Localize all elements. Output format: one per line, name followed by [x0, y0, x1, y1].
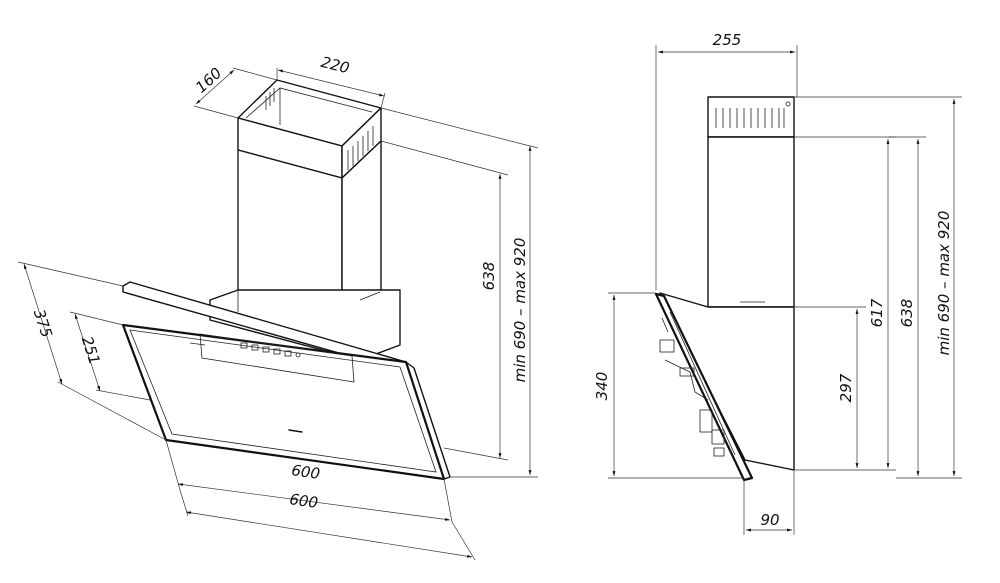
dim-label-chimney-width: 220: [319, 53, 351, 77]
dim-label-side-hood-height: 340: [593, 372, 611, 401]
front-isometric-view: 220 160 638 min 690 – max 920 375 251 60…: [17, 53, 539, 561]
dim-label-total-height: min 690 – max 920: [511, 238, 529, 383]
hood-glass-front: [121, 323, 451, 481]
dim-label-side-total-height: min 690 – max 920: [935, 211, 953, 356]
side-chimney-upper: [707, 96, 795, 138]
dim-label-chimney-depth: 160: [192, 64, 225, 97]
dim-label-glass-height: 251: [78, 334, 104, 367]
chimney-upper-section: [237, 79, 382, 179]
dim-front-chimney-height: [380, 140, 509, 461]
dim-label-chimney-height: 638: [480, 262, 498, 291]
dim-front-panel-height: [17, 261, 167, 441]
dim-label-side-wall-offset: 90: [760, 511, 779, 529]
dim-side-total-height: [794, 96, 962, 479]
dim-label-side-total-depth: 255: [713, 31, 742, 49]
dim-side-wall-offset: [743, 470, 795, 535]
dim-label-side-body-height: 297: [837, 373, 855, 402]
dim-label-panel-height: 375: [30, 307, 56, 340]
dim-label-hood-width-glass: 600: [290, 461, 321, 483]
dim-label-side-chimney-height: 638: [898, 299, 916, 328]
hood-body: [209, 289, 401, 361]
dim-front-chimney-depth: [193, 67, 278, 119]
dim-side-total-depth: [655, 45, 798, 290]
dim-side-hood-height: [608, 292, 744, 479]
side-chimney-lower: [707, 136, 795, 308]
dim-front-glass-height: [69, 311, 151, 401]
side-view: 255 340 297 617 638 min 690 – max 920 90: [593, 31, 962, 535]
dim-label-hood-width-body: 600: [288, 490, 319, 512]
dim-side-body-height: [794, 306, 866, 471]
dim-front-total-height: [380, 107, 539, 478]
dim-front-width-body: [179, 489, 476, 561]
dim-side-chimney-height: [888, 136, 926, 479]
dim-label-side-chimney-inner: 617: [868, 298, 886, 327]
side-hood-body: [654, 292, 795, 482]
dim-side-chimney-inner: [794, 136, 896, 471]
dim-front-chimney-width: [276, 68, 386, 109]
